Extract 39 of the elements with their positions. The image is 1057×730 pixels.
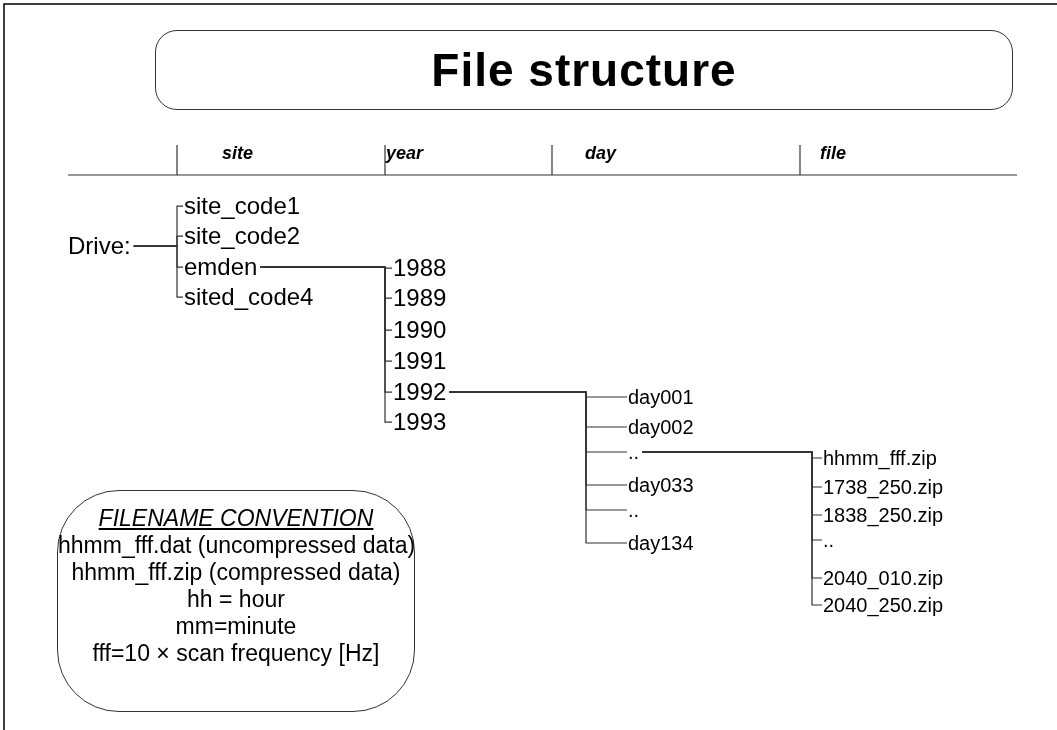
- note-text: hhmm_fff.dat (uncompressed data): [58, 532, 414, 559]
- folder-label: day134: [628, 532, 694, 554]
- note-heading: FILENAME CONVENTION: [97, 505, 375, 532]
- folder-label: ..: [823, 529, 835, 551]
- note-text: mm=minute: [174, 613, 298, 640]
- folder-label: 1838_250.zip: [823, 504, 944, 526]
- tree-line: [259, 266, 393, 423]
- folder-label: emden: [184, 254, 258, 281]
- folder-label: 1993: [393, 409, 447, 436]
- folder-label: site_code1: [184, 193, 301, 220]
- folder-label: 2040_010.zip: [823, 567, 944, 589]
- column-header: file: [820, 143, 846, 164]
- note-box: [57, 490, 415, 712]
- note-text: hhmm_fff.zip (compressed data): [70, 559, 402, 586]
- title-banner: File structure: [155, 30, 1013, 110]
- folder-label: day002: [628, 416, 694, 438]
- folder-label: 1988: [393, 255, 447, 282]
- folder-label: day033: [628, 474, 694, 496]
- tree-line: [641, 451, 823, 606]
- folder-label: 1990: [393, 317, 447, 344]
- folder-label: ..: [628, 441, 640, 463]
- note-text: fff=10 × scan frequency [Hz]: [91, 640, 381, 667]
- folder-label: sited_code4: [184, 284, 314, 311]
- folder-label: hhmm_fff.zip: [823, 447, 937, 469]
- column-header: day: [585, 143, 617, 164]
- column-header: year: [386, 143, 424, 164]
- folder-label: 2040_250.zip: [823, 594, 944, 616]
- drive-label: Drive:: [68, 233, 131, 260]
- folder-label: ..: [628, 499, 640, 521]
- folder-label: 1989: [393, 285, 447, 312]
- folder-label: 1992: [393, 379, 447, 406]
- note-text: hh = hour: [186, 586, 286, 613]
- tree-line: [448, 391, 628, 544]
- folder-label: 1738_250.zip: [823, 476, 944, 498]
- column-header: site: [222, 143, 254, 164]
- folder-label: day001: [628, 386, 694, 408]
- tree-line: [133, 245, 184, 298]
- folder-label: 1991: [393, 348, 447, 375]
- folder-label: site_code2: [184, 223, 301, 250]
